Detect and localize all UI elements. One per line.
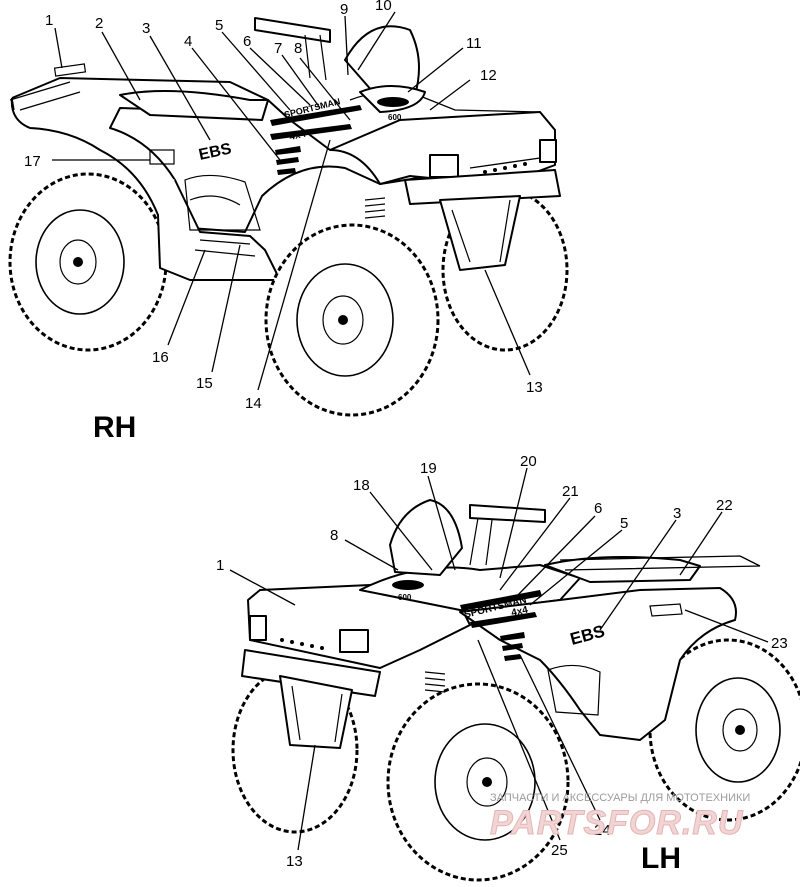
- callout-lh-8: 8: [330, 527, 338, 544]
- callout-lh-24: 24: [594, 822, 611, 839]
- callout-lh-22: 22: [716, 497, 733, 514]
- callout-rh-6: 6: [243, 33, 251, 50]
- callout-rh-14: 14: [245, 395, 262, 412]
- lh-rear-wheel: [648, 638, 800, 822]
- lh-atv-drawing: 600 SPORTSMAN 4x4 EBS: [231, 499, 800, 882]
- callout-rh-7: 7: [274, 40, 282, 57]
- callout-lh-20: 20: [520, 453, 537, 470]
- rh-ebs-decal: EBS: [197, 140, 233, 164]
- watermark-tagline: ЗАПЧАСТИ И АКСЕССУАРЫ ДЛЯ МОТОТЕХНИКИ: [490, 792, 750, 804]
- callout-lh-18: 18: [353, 477, 370, 494]
- callout-lh-3: 3: [673, 505, 681, 522]
- callout-rh-4: 4: [184, 33, 192, 50]
- callout-rh-16: 16: [152, 349, 169, 366]
- rh-side-decal: [270, 105, 362, 175]
- rh-view-label: RH: [93, 411, 136, 444]
- callout-lh-23: 23: [771, 635, 788, 652]
- rh-front-fender: [329, 111, 556, 185]
- callout-rh-3: 3: [142, 20, 150, 37]
- callout-rh-13: 13: [526, 379, 543, 396]
- lh-front-fender: [247, 584, 471, 669]
- callout-rh-11: 11: [466, 35, 482, 52]
- callout-lh-6: 6: [594, 500, 602, 517]
- lh-view-label: LH: [641, 842, 681, 875]
- callout-lh-21: 21: [562, 483, 579, 500]
- rh-front-wheel: [264, 223, 440, 417]
- rh-rear-wheel: [8, 172, 168, 352]
- callout-lh-13: 13: [286, 853, 303, 870]
- callout-rh-8: 8: [294, 40, 302, 57]
- callout-rh-12: 12: [480, 67, 497, 84]
- callout-rh-9: 9: [340, 1, 348, 18]
- rh-drive-decal: 4x4: [288, 129, 307, 143]
- rh-callouts: 1 2 3 4 5 6 7 8 9 10 11 12 13 14 15 16 1…: [24, 0, 543, 412]
- lh-drive-decal: 4x4: [510, 605, 529, 619]
- callout-rh-2: 2: [95, 15, 103, 32]
- watermark: ЗАПЧАСТИ И АКСЕССУАРЫ ДЛЯ МОТОТЕХНИКИ PA…: [490, 792, 751, 843]
- callout-lh-5: 5: [620, 515, 628, 532]
- callout-rh-17: 17: [24, 153, 41, 170]
- callout-rh-5: 5: [215, 17, 223, 34]
- callout-rh-10: 10: [375, 0, 392, 14]
- rh-leader-lines: [52, 11, 531, 391]
- callout-rh-15: 15: [196, 375, 213, 392]
- callout-lh-1: 1: [216, 557, 224, 574]
- callout-lh-19: 19: [420, 460, 437, 477]
- callout-lh-25: 25: [551, 842, 568, 859]
- rh-body-side: [10, 97, 281, 281]
- lh-leader-lines: [229, 467, 769, 851]
- lh-callouts: 18 19 20 21 6 5 3 22 23 8 1 13 25 24: [216, 453, 788, 870]
- lh-side-decal: [460, 590, 542, 661]
- lh-body-side: [459, 587, 737, 741]
- watermark-brand: PARTSFOR.RU: [490, 804, 744, 842]
- lh-engine-decal: 600: [398, 593, 412, 602]
- lh-front-wheel: [386, 682, 570, 882]
- callout-rh-1: 1: [45, 12, 53, 29]
- rh-engine-decal: 600: [388, 113, 402, 122]
- rh-atv-drawing: EBS SPORTSMAN 4x4 600: [8, 17, 569, 417]
